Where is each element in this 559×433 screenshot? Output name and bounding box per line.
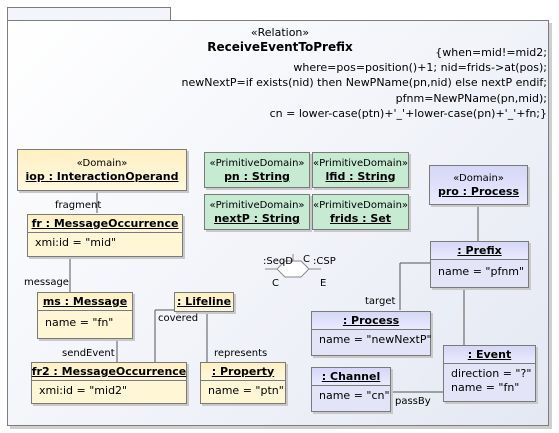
object-slot: name = "pfnm" bbox=[438, 265, 525, 278]
primitive-stereotype: «PrimitiveDomain» bbox=[312, 157, 409, 169]
relation-name: ReceiveEventToPrefix bbox=[207, 40, 353, 54]
constraint-line: where=pos=position()+1; nid=frids->at(po… bbox=[293, 61, 547, 75]
primitive-domain-frids[interactable]: «PrimitiveDomain» frids : Set bbox=[312, 194, 409, 230]
object-name: : Property bbox=[211, 364, 275, 378]
object-slot: name = "fn" bbox=[451, 381, 520, 394]
constraint-line: {when=mid!=mid2; bbox=[435, 46, 547, 59]
object-property[interactable]: : Property name = "ptn" bbox=[200, 362, 286, 404]
represents-label: represents bbox=[214, 348, 268, 359]
object-fr2[interactable]: fr2 : MessageOccurrence xmi:id = "mid2" bbox=[31, 362, 187, 404]
primitive-stereotype: «PrimitiveDomain» bbox=[209, 157, 305, 169]
fragment-label: fragment bbox=[55, 200, 102, 211]
relation-frame-tab bbox=[7, 7, 171, 21]
primitive-stereotype: «PrimitiveDomain» bbox=[209, 199, 305, 211]
constraint-line: pfnm=NewPName(pn,mid); bbox=[395, 91, 547, 105]
object-name: fr : MessageOccurrence bbox=[31, 216, 179, 230]
domain-iop[interactable]: «Domain» iop : InteractionOperand bbox=[17, 149, 187, 191]
primitive-name: pn : String bbox=[224, 169, 290, 183]
primitive-name: frids : Set bbox=[329, 211, 392, 225]
primitive-name: nextP : String bbox=[214, 211, 300, 225]
object-slot: name = "fn" bbox=[45, 316, 114, 329]
object-fr[interactable]: fr : MessageOccurrence xmi:id = "mid" bbox=[27, 214, 183, 257]
message-label: message bbox=[24, 277, 69, 288]
object-name: : Channel bbox=[321, 369, 381, 383]
e-bottom-label: E bbox=[320, 278, 327, 289]
object-name: fr2 : MessageOccurrence bbox=[31, 364, 187, 378]
transformation-symbol bbox=[265, 254, 321, 278]
relation-constraint: {when=mid!=mid2; where=pos=position()+1;… bbox=[182, 45, 547, 121]
object-event[interactable]: : Event direction = "?" name = "fn" bbox=[443, 345, 536, 402]
object-channel[interactable]: : Channel name = "cn" bbox=[311, 367, 391, 412]
object-prefix[interactable]: : Prefix name = "pfnm" bbox=[430, 241, 529, 288]
constraint-line: cn = lower-case(ptn)+'_'+lower-case(pn)+… bbox=[269, 106, 547, 120]
seqd-label: :SeqD bbox=[263, 256, 293, 267]
sendEvent-label: sendEvent bbox=[62, 348, 115, 359]
passBy-label: passBy bbox=[395, 396, 431, 407]
primitive-domain-pn[interactable]: «PrimitiveDomain» pn : String bbox=[204, 152, 310, 188]
c-bottom-label: C bbox=[272, 278, 279, 289]
object-slot: name = "newNextP" bbox=[319, 333, 432, 346]
object-slot: name = "cn" bbox=[319, 389, 390, 402]
domain-stereotype: «Domain» bbox=[76, 157, 128, 169]
object-name: : Lifeline bbox=[176, 295, 232, 308]
object-lifeline[interactable]: : Lifeline bbox=[174, 292, 234, 312]
relation-stereotype: «Relation» bbox=[250, 26, 310, 39]
object-ms[interactable]: ms : Message name = "fn" bbox=[37, 292, 133, 339]
primitive-name: lfid : String bbox=[325, 169, 396, 183]
domain-name: iop : InteractionOperand bbox=[25, 169, 179, 183]
object-name: : Prefix bbox=[457, 243, 502, 257]
c-top-label: C bbox=[303, 254, 310, 265]
target-label: target bbox=[365, 296, 396, 307]
object-name: : Event bbox=[467, 347, 512, 361]
object-slot: direction = "?" bbox=[451, 367, 532, 380]
csp-label: :CSP bbox=[313, 256, 336, 267]
domain-stereotype: «Domain» bbox=[453, 172, 504, 184]
covered-label: covered bbox=[158, 313, 199, 324]
object-name: ms : Message bbox=[42, 294, 128, 308]
object-slot: name = "ptn" bbox=[208, 384, 284, 397]
object-slot: xmi:id = "mid2" bbox=[39, 384, 128, 397]
primitive-domain-lfid[interactable]: «PrimitiveDomain» lfid : String bbox=[312, 152, 409, 188]
constraint-line: newNextP=if exists(nid) then NewPName(pn… bbox=[181, 76, 547, 90]
object-process[interactable]: : Process name = "newNextP" bbox=[311, 311, 432, 356]
primitive-stereotype: «PrimitiveDomain» bbox=[312, 199, 409, 211]
domain-name: pro : Process bbox=[437, 184, 520, 198]
primitive-domain-nextP[interactable]: «PrimitiveDomain» nextP : String bbox=[204, 194, 310, 230]
object-name: : Process bbox=[342, 313, 400, 327]
domain-pro[interactable]: «Domain» pro : Process bbox=[429, 165, 528, 205]
object-slot: xmi:id = "mid" bbox=[35, 236, 117, 249]
